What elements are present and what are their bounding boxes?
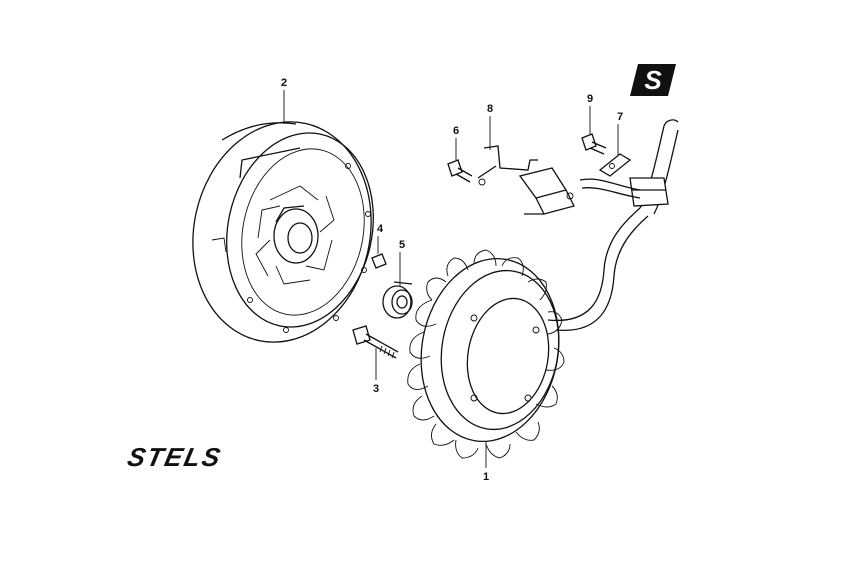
clamp-plate-part xyxy=(598,153,632,177)
callout-4: 4 xyxy=(377,223,384,235)
nut-part xyxy=(382,281,413,319)
wire-harness xyxy=(547,119,679,331)
brand-wordmark: STELS xyxy=(125,442,225,472)
callout-7: 7 xyxy=(617,111,623,123)
pulser-bracket-part xyxy=(477,145,575,215)
callout-2: 2 xyxy=(281,77,287,89)
callout-3: 3 xyxy=(373,383,379,395)
screw-part xyxy=(447,159,473,183)
key-part xyxy=(371,253,387,269)
leader-lines xyxy=(283,90,619,468)
flywheel-part xyxy=(192,121,374,343)
callout-8: 8 xyxy=(487,103,493,115)
brand-badge-icon: S xyxy=(630,64,676,96)
screw-9-part xyxy=(581,133,607,155)
bolt-part xyxy=(352,325,399,359)
callout-1: 1 xyxy=(483,471,489,483)
callout-6: 6 xyxy=(453,125,459,137)
brand-badge-letter: S xyxy=(644,65,662,95)
callout-5: 5 xyxy=(399,239,405,251)
stator-part xyxy=(407,249,565,459)
callout-9: 9 xyxy=(587,93,593,105)
